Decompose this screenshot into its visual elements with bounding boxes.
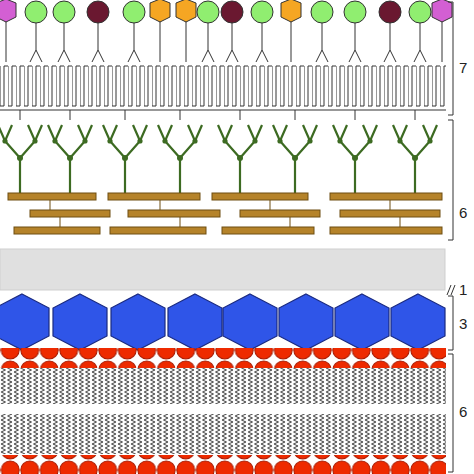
green-circle	[53, 1, 75, 23]
orange-hexagon	[281, 0, 301, 22]
bracket	[448, 354, 453, 472]
maroon-circle	[87, 1, 109, 23]
brown-bars	[8, 193, 442, 234]
green-circle	[123, 1, 145, 23]
bar	[128, 210, 220, 217]
bar	[222, 227, 314, 234]
bar	[212, 193, 308, 200]
blue-hexagon	[391, 294, 445, 350]
bar	[108, 193, 200, 200]
branched-linker	[273, 125, 317, 193]
head-stems	[6, 20, 442, 62]
bilayer-heads	[0, 348, 446, 368]
dimension-brackets	[447, 2, 455, 472]
maroon-circle	[379, 1, 401, 23]
maroon-circle	[221, 1, 243, 23]
bar	[240, 210, 320, 217]
bilayer-tails	[0, 414, 446, 454]
lipid-chains	[0, 62, 446, 110]
magenta-hexagon	[0, 0, 16, 22]
orange-hexagon	[150, 0, 170, 22]
branched-linker	[393, 125, 437, 193]
blue-hexagon	[335, 294, 389, 350]
blue-hexagon	[168, 294, 222, 350]
branched-linkers	[0, 125, 437, 193]
orange-hexagon	[176, 0, 196, 22]
branched-linker	[0, 125, 42, 193]
magenta-hexagon	[432, 0, 452, 22]
bar	[8, 193, 96, 200]
chain-base	[0, 110, 446, 111]
chain-links	[20, 110, 415, 120]
callout-number: 6	[459, 205, 467, 221]
branched-linker	[48, 125, 92, 193]
gray-layer	[0, 249, 445, 290]
green-circle	[25, 1, 47, 23]
blue-hexagon	[223, 294, 277, 350]
bilayer-tails	[0, 368, 446, 404]
bracket	[448, 296, 453, 350]
bar	[14, 227, 100, 234]
callout-number: 7	[459, 60, 467, 76]
bracket	[448, 120, 453, 240]
blue-hexagon	[279, 294, 333, 350]
green-circle	[344, 1, 366, 23]
branched-linker	[103, 125, 147, 193]
blue-hexagon	[111, 294, 165, 350]
blue-hexagon	[0, 294, 49, 350]
head-groups	[0, 0, 452, 23]
bar	[30, 210, 110, 217]
bar	[340, 210, 440, 217]
break-mark	[447, 285, 455, 295]
blue-hexagons	[0, 294, 445, 350]
green-circle	[251, 1, 273, 23]
bar-links	[50, 200, 400, 227]
green-circle	[409, 1, 431, 23]
bilayer-heads	[0, 455, 446, 474]
branched-linker	[158, 125, 202, 193]
bracket	[448, 2, 453, 115]
green-circle	[197, 1, 219, 23]
callout-number: 1	[459, 282, 467, 298]
branched-linker	[218, 125, 262, 193]
bar	[330, 193, 442, 200]
callout-number: 3	[459, 316, 467, 332]
bar	[330, 227, 442, 234]
bar	[110, 227, 206, 234]
callout-number: 6	[459, 404, 467, 420]
blue-hexagon	[53, 294, 107, 350]
branched-linker	[333, 125, 377, 193]
green-circle	[311, 1, 333, 23]
